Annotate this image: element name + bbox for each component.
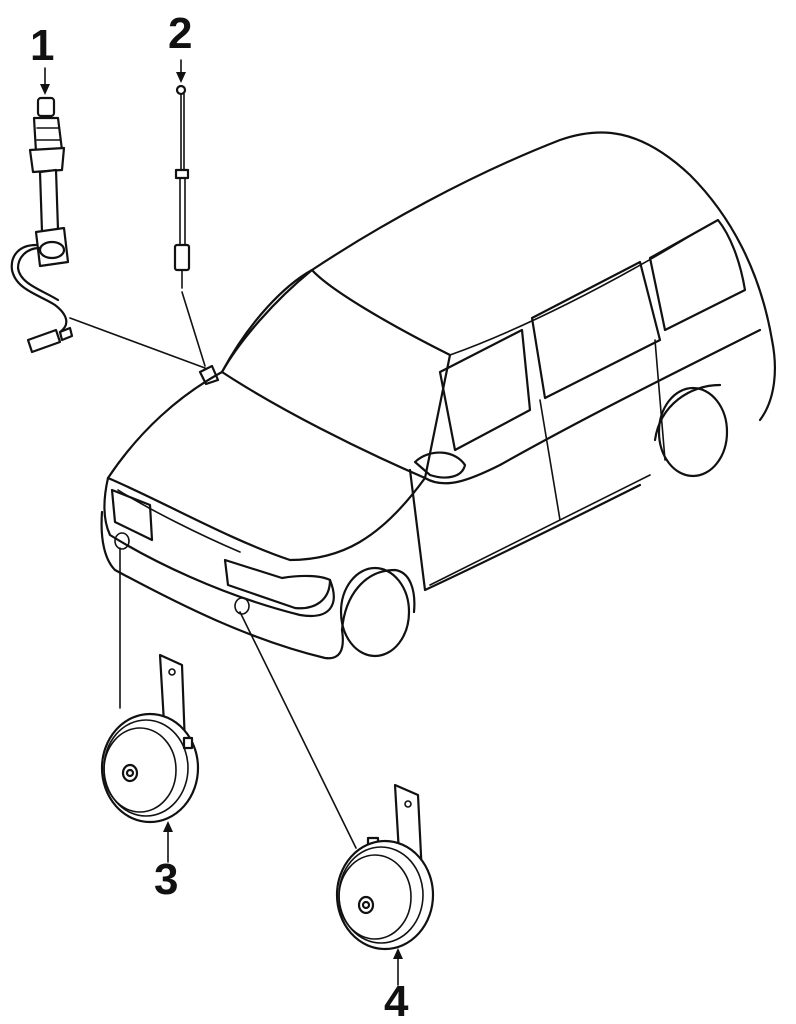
leader-line-2 (181, 291, 206, 367)
callout-2: 2 (168, 9, 192, 58)
antenna-cable-icon (10, 243, 74, 354)
callout-1: 1 (30, 21, 54, 70)
antenna-rod-icon (173, 84, 191, 289)
arrow-head-3 (163, 821, 173, 832)
callout-4: 4 (384, 977, 409, 1024)
arrow-head-4 (393, 948, 403, 959)
leader-line-1 (69, 317, 206, 369)
horn-icon (100, 653, 200, 824)
callout-3: 3 (154, 855, 178, 904)
arrow-head-1 (40, 84, 50, 95)
leader-line-4 (239, 611, 357, 849)
horn-icon (335, 783, 435, 951)
antenna-mast-icon (28, 96, 70, 268)
minivan-outline (100, 131, 776, 660)
arrow-head-2 (176, 72, 186, 83)
